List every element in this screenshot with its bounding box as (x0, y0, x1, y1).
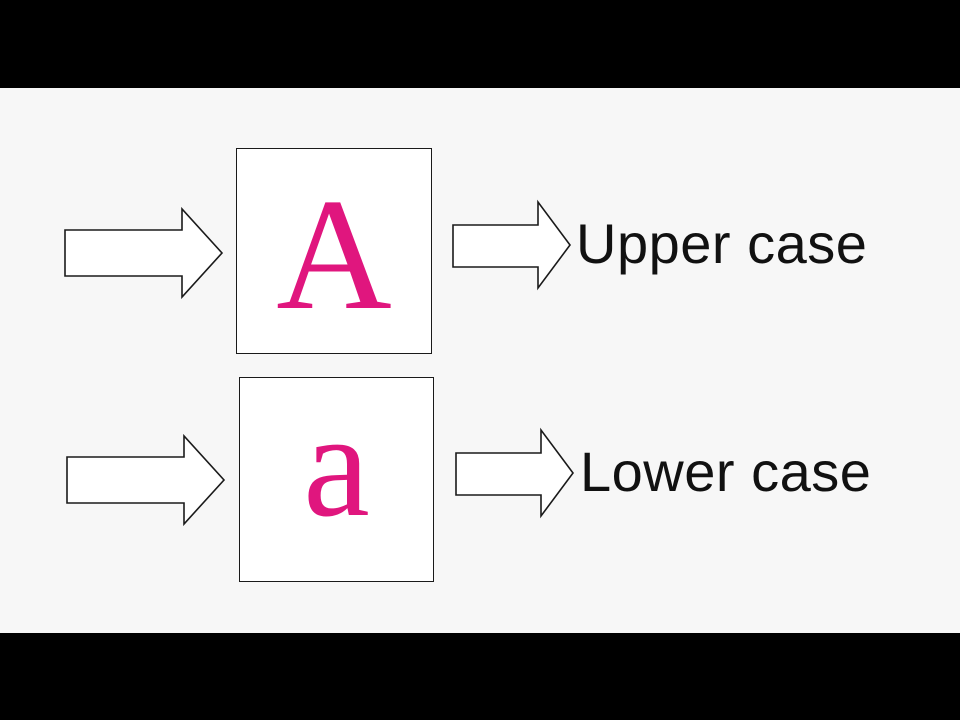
letterbox-bottom-bar (0, 633, 960, 720)
uppercase-letter: A (276, 165, 392, 343)
uppercase-label: Upper case (576, 212, 868, 275)
uppercase-letter-box: A (236, 148, 432, 354)
letterbox-top-bar (0, 0, 960, 88)
output-arrow-upper-icon (452, 199, 571, 291)
input-arrow-lower-icon (66, 433, 226, 527)
diagram-canvas: A Upper case a Lower case (0, 88, 960, 633)
lowercase-label: Lower case (580, 440, 872, 503)
output-arrow-lower-icon (455, 427, 574, 519)
input-arrow-upper-icon (64, 206, 224, 300)
lowercase-letter: a (303, 381, 370, 548)
lowercase-letter-box: a (239, 377, 434, 582)
